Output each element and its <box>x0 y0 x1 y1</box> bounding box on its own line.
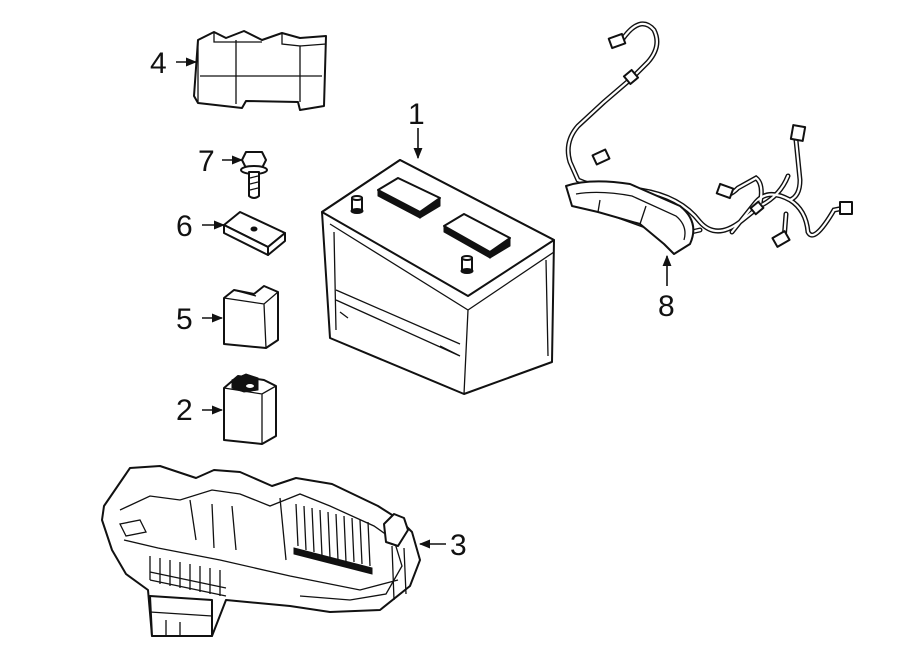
battery[interactable] <box>321 159 555 395</box>
callout-arrows <box>176 57 672 549</box>
terminal-cover-2[interactable] <box>223 373 277 445</box>
terminal-cover-5[interactable] <box>223 285 279 349</box>
callout-5: 5 <box>176 303 193 336</box>
battery-tray[interactable] <box>101 465 421 637</box>
wiring-harness[interactable] <box>565 21 853 255</box>
callout-4: 4 <box>150 47 167 80</box>
bolt[interactable] <box>240 151 268 199</box>
callout-labels: 1 2 3 4 5 6 7 8 <box>150 47 675 562</box>
hold-down[interactable] <box>223 211 286 256</box>
callout-2: 2 <box>176 394 193 427</box>
callout-7: 7 <box>198 145 215 178</box>
callout-3: 3 <box>450 529 467 562</box>
callout-1: 1 <box>408 98 425 131</box>
battery-cover[interactable] <box>193 30 327 111</box>
callout-6: 6 <box>176 210 193 243</box>
callout-8: 8 <box>658 290 675 323</box>
